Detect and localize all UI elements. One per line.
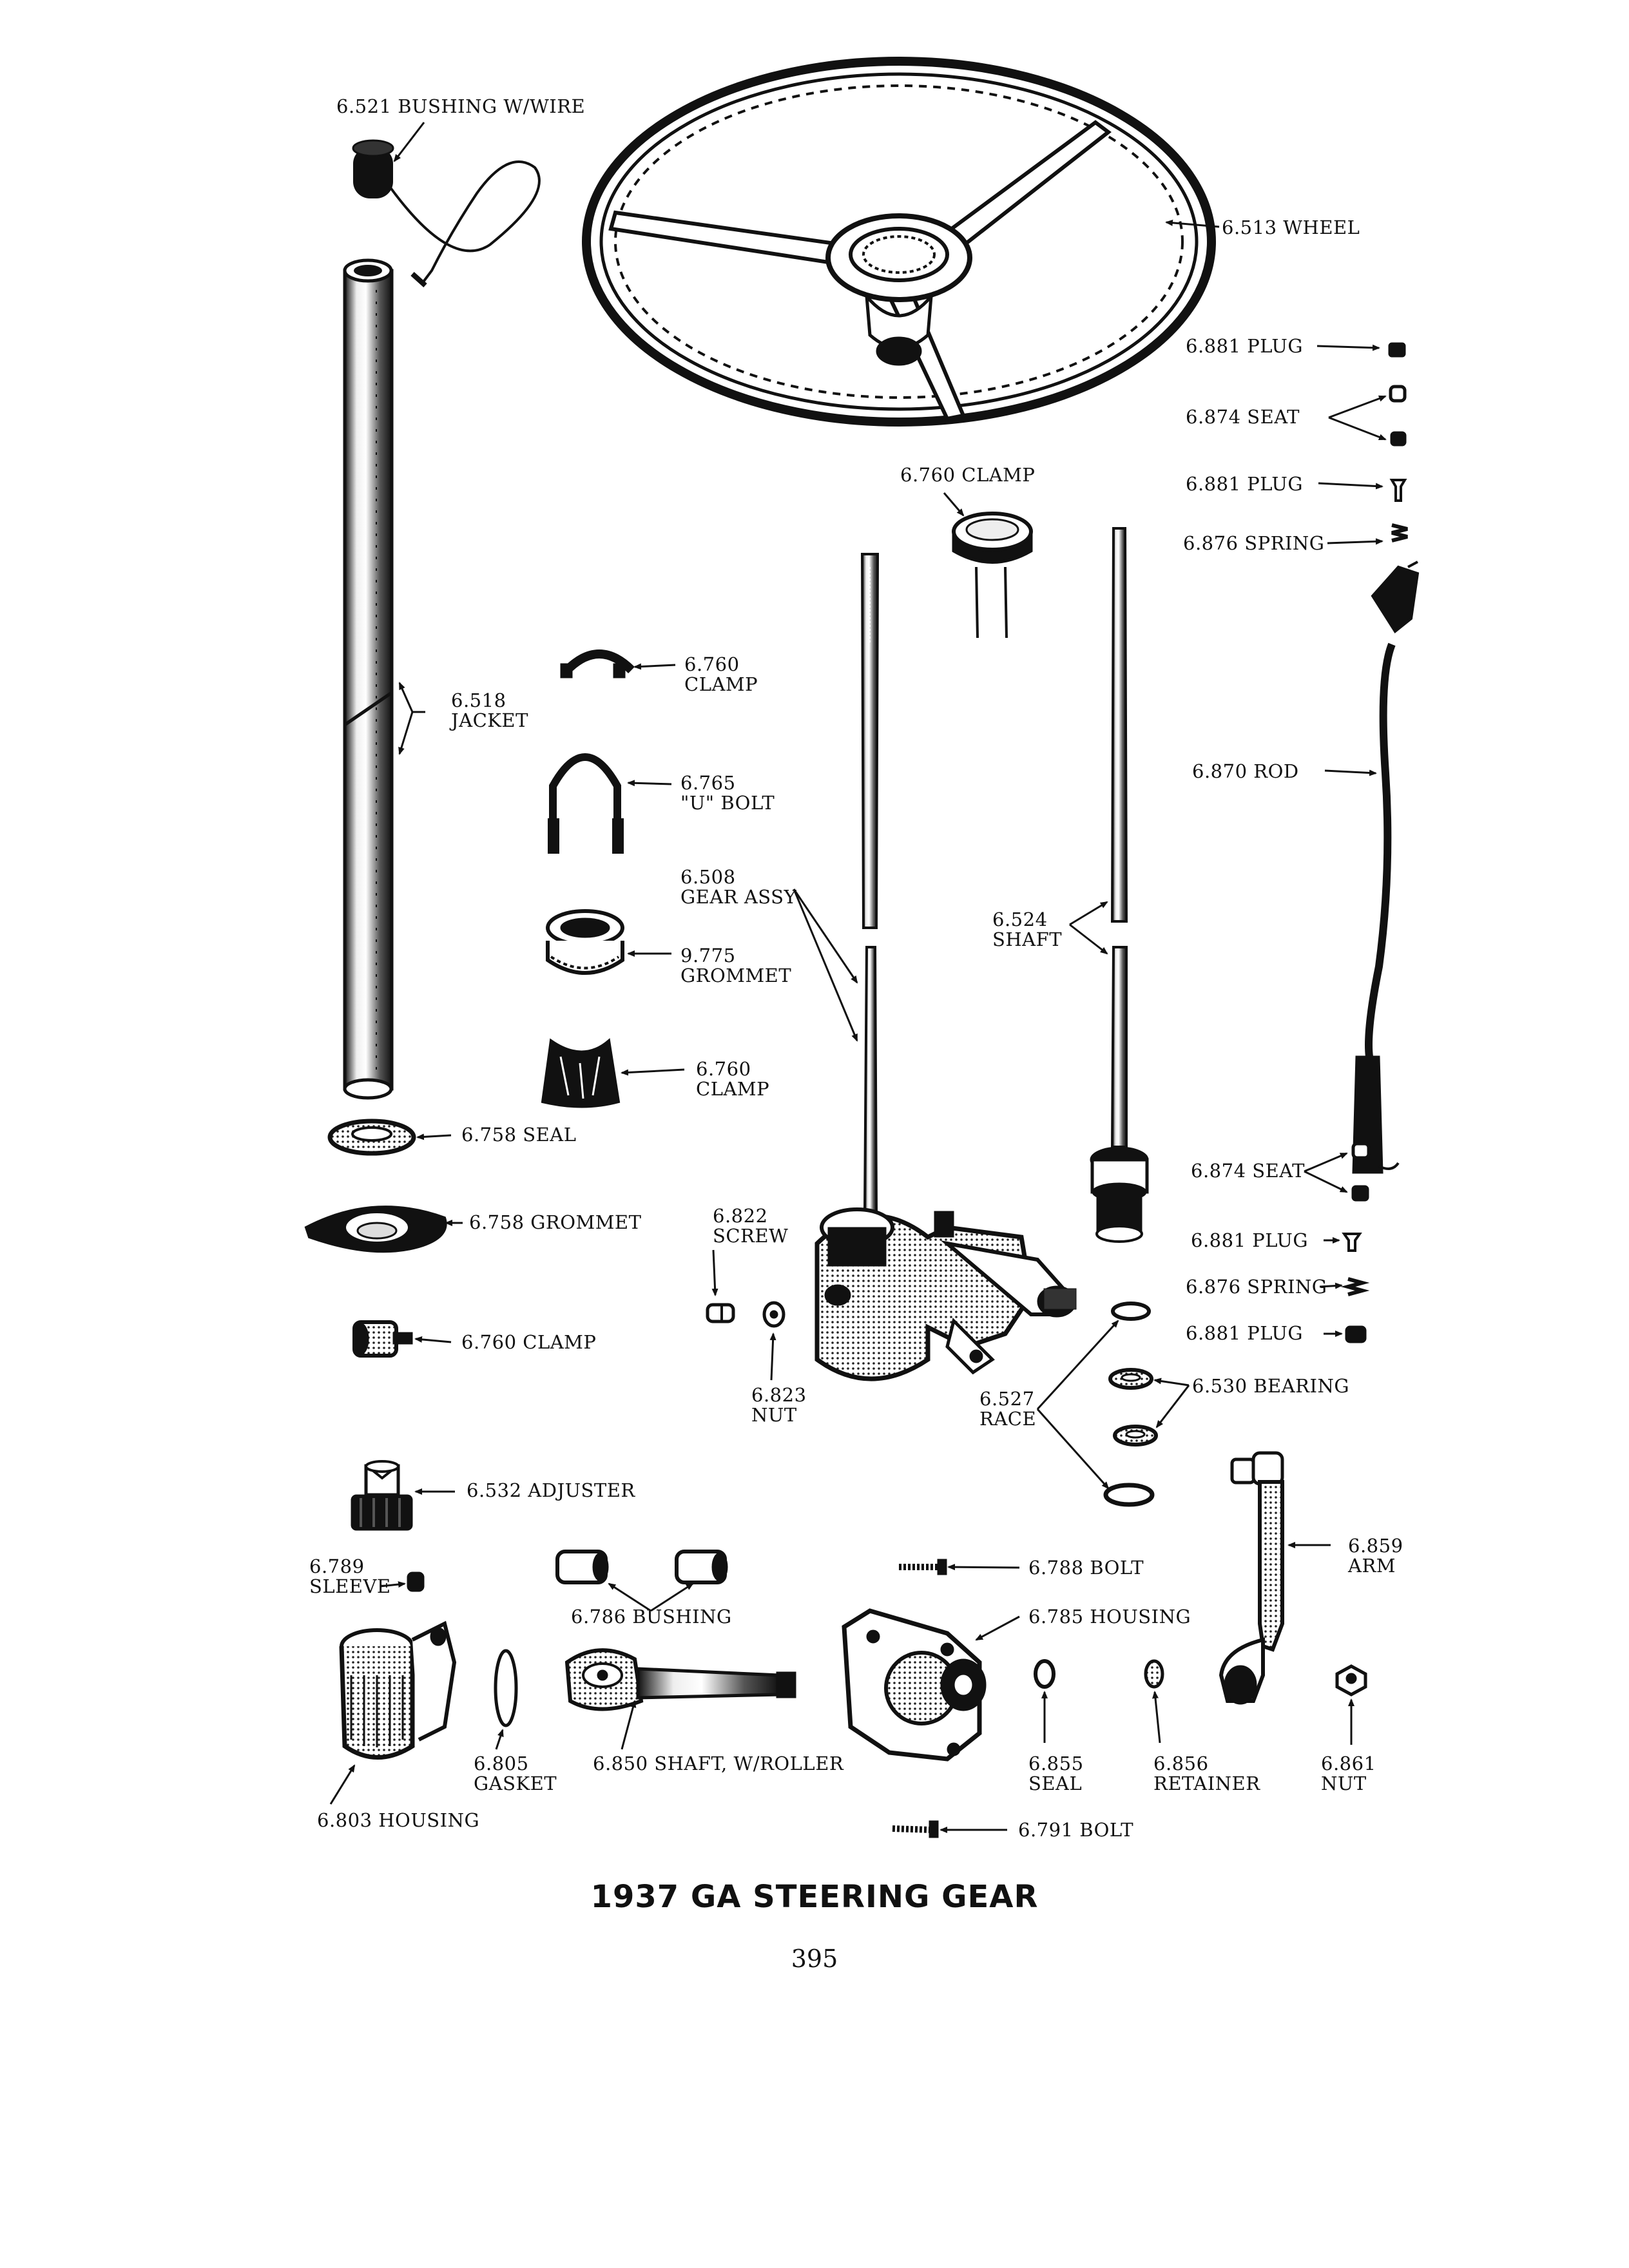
break-bands [854,923,1135,945]
gear-assy-drawing [815,553,1077,1381]
label-spring-2: 6.876 SPRING [1186,1276,1327,1298]
jacket-drawing [343,258,394,1100]
label-plug-4: 6.881 PLUG [1186,1322,1304,1344]
bushing-pair-drawing [555,1550,728,1584]
page-number: 395 [791,1945,838,1973]
label-plug-1: 6.881 PLUG [1186,335,1304,357]
label-shaft-roller: 6.850 SHAFT, W/ROLLER [593,1753,844,1774]
housing-785-drawing [842,1608,987,1762]
label-housing-1: 6.785 HOUSING [1028,1606,1191,1628]
shaft-drawing [1090,527,1149,1243]
housing-803-drawing [339,1620,457,1760]
label-bushing-wire: 6.521 BUSHING W/WIRE [336,95,586,117]
label-wheel: 6.513 WHEEL [1222,216,1360,238]
clamp-1-drawing [560,649,635,678]
label-plug-3: 6.881 PLUG [1191,1229,1309,1251]
bolts-drawing [892,1559,947,1838]
label-spring-1: 6.876 SPRING [1183,532,1325,554]
label-clamp-top: 6.760 CLAMP [900,464,1036,486]
label-seat-2: 6.874 SEAT [1191,1160,1305,1182]
label-bushing: 6.786 BUSHING [571,1606,732,1628]
arm-drawing [1219,1451,1284,1705]
label-bolt-2: 6.791 BOLT [1018,1819,1134,1841]
label-rod: 6.870 ROD [1192,760,1299,782]
leader-lines [329,122,1387,1833]
sleeve-drawing [407,1571,425,1592]
clamp-2-drawing [541,1038,621,1108]
label-grommet-2: 6.758 GROMMET [469,1211,642,1233]
grommet-1-drawing [546,909,624,975]
clamp-3-drawing [352,1320,413,1358]
label-u-bolt: 6.765"U" BOLT [680,772,775,814]
race-bearing-drawing [1103,1302,1158,1507]
small-parts-right [1340,342,1408,1343]
label-seal-1: 6.758 SEAL [461,1124,577,1146]
adjuster-drawing [351,1460,413,1531]
label-bolt-1: 6.788 BOLT [1028,1557,1144,1579]
clamp-top-drawing [952,512,1033,639]
screw-nut-drawing [706,1301,786,1328]
seal-retainer-nut-drawing [1034,1659,1367,1696]
label-bearing: 6.530 BEARING [1192,1375,1350,1397]
page-title: 1937 GA STEERING GEAR [590,1879,1039,1915]
label-seat-1: 6.874 SEAT [1186,406,1300,428]
rod-drawing [1352,561,1420,1174]
grommet-2-drawing [304,1206,447,1253]
label-plug-2: 6.881 PLUG [1186,473,1304,495]
label-housing-2: 6.803 HOUSING [317,1809,480,1831]
label-adjuster: 6.532 ADJUSTER [467,1479,635,1501]
label-clamp-3: 6.760 CLAMP [461,1331,597,1353]
gasket-drawing [494,1649,518,1727]
wheel-drawing [582,57,1216,427]
u-bolt-drawing [548,753,624,854]
seal-1-drawing [327,1119,416,1156]
shaft-roller-drawing [564,1648,796,1711]
bushing-wire-drawing [352,139,541,287]
